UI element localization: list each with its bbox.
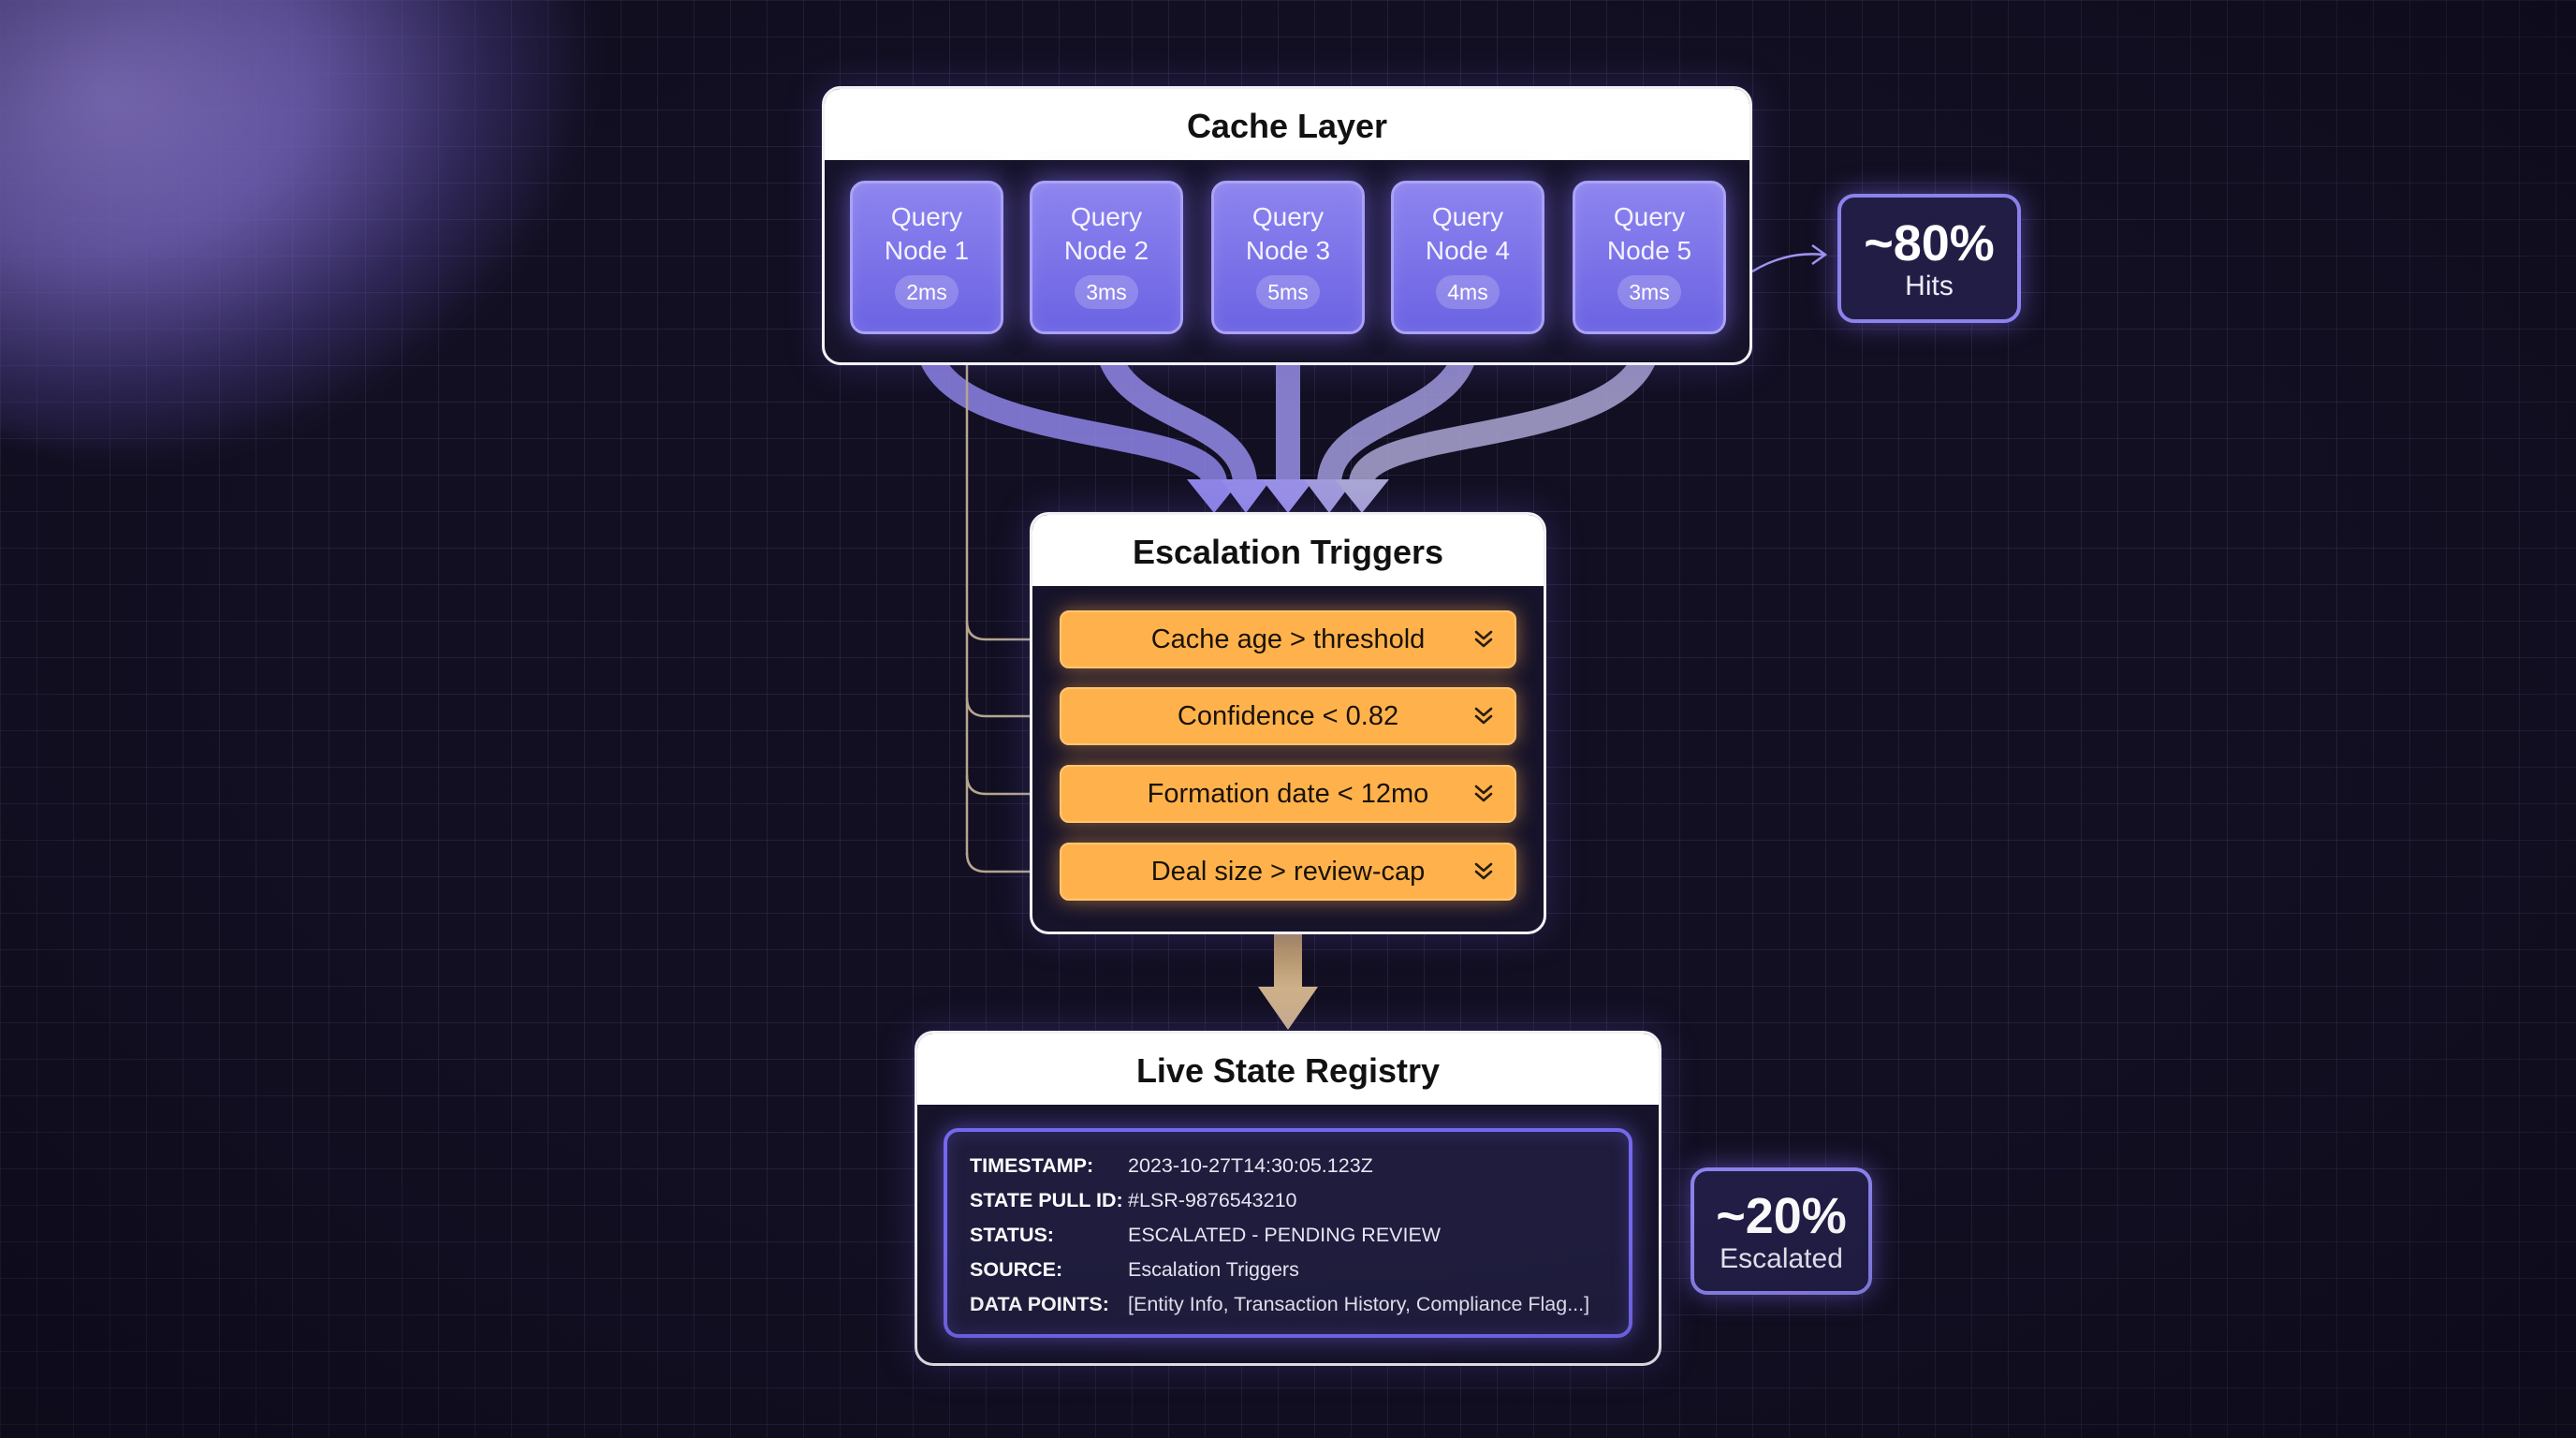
- query-node-5-name: Query Node 5: [1606, 202, 1692, 265]
- flow-arrowhead-2: [1221, 479, 1271, 513]
- escalated-stat-badge: ~20% Escalated: [1690, 1167, 1872, 1295]
- double-chevron-down-icon: [1474, 707, 1493, 725]
- bracket-to-trigger-2: [965, 697, 1048, 718]
- trigger-deal-size-label: Deal size > review-cap: [1150, 857, 1426, 887]
- registry-row-source: SOURCE: Escalation Triggers: [970, 1253, 1629, 1287]
- query-node-1-latency: 2ms: [895, 275, 959, 309]
- registry-row-timestamp: TIMESTAMP: 2023-10-27T14:30:05.123Z: [970, 1149, 1629, 1183]
- registry-label: SOURCE:: [970, 1258, 1063, 1281]
- query-node-3-latency: 5ms: [1256, 275, 1320, 309]
- registry-record: TIMESTAMP: 2023-10-27T14:30:05.123Z STATE…: [944, 1128, 1632, 1338]
- trigger-deal-size[interactable]: Deal size > review-cap: [1060, 843, 1516, 901]
- query-node-4-latency: 4ms: [1436, 275, 1500, 309]
- query-node-4[interactable]: Query Node 4 4ms: [1391, 181, 1544, 334]
- registry-row-data-points: DATA POINTS: [Entity Info, Transaction Hi…: [970, 1287, 1629, 1322]
- flow-node-5: [1349, 332, 1661, 486]
- escalated-stat-value: ~20%: [1716, 1188, 1847, 1244]
- registry-row-state-pull-id: STATE PULL ID:#LSR-9876543210: [970, 1183, 1629, 1218]
- double-chevron-down-icon: [1474, 785, 1493, 802]
- bracket-to-trigger-4: [965, 852, 1048, 873]
- trigger-cache-age-label: Cache age > threshold: [1150, 624, 1426, 654]
- hits-stat-label: Hits: [1905, 271, 1954, 301]
- query-node-1-name: Query Node 1: [884, 202, 970, 265]
- query-node-5[interactable]: Query Node 5 3ms: [1573, 181, 1726, 334]
- query-node-1[interactable]: Query Node 1 2ms: [850, 181, 1003, 334]
- registry-value: ESCALATED - PENDING REVIEW: [1128, 1224, 1442, 1246]
- trigger-formation-date[interactable]: Formation date < 12mo: [1060, 765, 1516, 823]
- hits-stat-badge: ~80% Hits: [1837, 194, 2021, 323]
- hits-arrow: [1751, 253, 1824, 273]
- query-node-4-name: Query Node 4: [1425, 202, 1511, 265]
- registry-value: Escalation Triggers: [1128, 1258, 1299, 1281]
- escalation-triggers-title: Escalation Triggers: [1032, 515, 1544, 586]
- down-arrow-head: [1258, 987, 1318, 1030]
- hits-stat-value: ~80%: [1864, 215, 1995, 271]
- registry-label: STATUS:: [970, 1224, 1054, 1246]
- registry-label: DATA POINTS:: [970, 1293, 1109, 1315]
- registry-value: [Entity Info, Transaction History, Compl…: [1128, 1293, 1590, 1315]
- escalated-stat-label: Escalated: [1720, 1243, 1843, 1274]
- bracket-to-trigger-1: [965, 620, 1048, 641]
- registry-value: #LSR-9876543210: [1128, 1189, 1297, 1211]
- registry-row-status: STATUS: ESCALATED - PENDING REVIEW: [970, 1218, 1629, 1253]
- registry-label: STATE PULL ID:: [970, 1189, 1123, 1211]
- trigger-confidence[interactable]: Confidence < 0.82: [1060, 687, 1516, 745]
- trigger-cache-age[interactable]: Cache age > threshold: [1060, 610, 1516, 668]
- flow-arrowhead-5: [1335, 479, 1389, 513]
- registry-value: 2023-10-27T14:30:05.123Z: [1128, 1154, 1373, 1177]
- query-node-2[interactable]: Query Node 2 3ms: [1030, 181, 1183, 334]
- trigger-formation-date-label: Formation date < 12mo: [1147, 779, 1429, 809]
- live-state-registry-title: Live State Registry: [917, 1034, 1659, 1105]
- query-node-3-name: Query Node 3: [1245, 202, 1331, 265]
- bracket-to-trigger-3: [965, 774, 1048, 796]
- query-node-2-latency: 3ms: [1075, 275, 1138, 309]
- query-node-5-latency: 3ms: [1617, 275, 1681, 309]
- query-node-3[interactable]: Query Node 3 5ms: [1211, 181, 1365, 334]
- flow-node-1: [915, 332, 1227, 486]
- cache-layer-title: Cache Layer: [825, 89, 1749, 160]
- query-node-2-name: Query Node 2: [1063, 202, 1149, 265]
- flow-arrowhead-3: [1262, 479, 1314, 513]
- down-arrow-shaft: [1274, 934, 1302, 989]
- double-chevron-down-icon: [1474, 862, 1493, 880]
- trigger-confidence-label: Confidence < 0.82: [1177, 701, 1399, 731]
- registry-label: TIMESTAMP:: [970, 1154, 1094, 1177]
- hits-arrowhead: [1811, 243, 1828, 266]
- double-chevron-down-icon: [1474, 630, 1493, 648]
